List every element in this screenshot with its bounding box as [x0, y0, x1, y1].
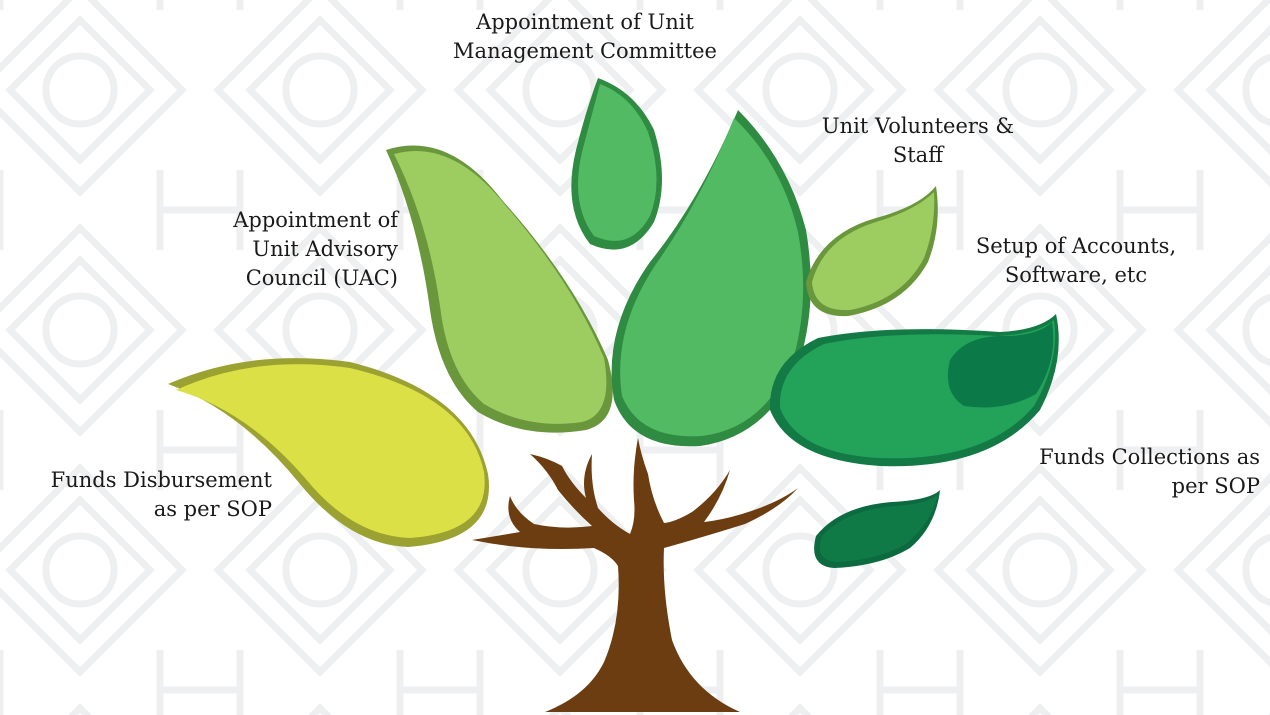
label-accounts-setup-line1: Setup of Accounts,: [975, 234, 1177, 258]
label-funds-collections: Funds Collections as per SOP: [990, 443, 1260, 501]
label-advisory-council-line2: Unit Advisory: [252, 237, 398, 261]
leaf-small-dark-top: [819, 494, 938, 562]
leaf-funds-collections-inner: [947, 322, 1054, 408]
label-funds-collections-line2: per SOP: [1171, 474, 1260, 498]
leaf-funds-disbursement: [176, 364, 485, 538]
label-accounts-setup-line2: Software, etc: [1004, 263, 1148, 287]
label-funds-disbursement: Funds Disbursement as per SOP: [4, 466, 272, 524]
leaf-advisory-council: [394, 150, 607, 424]
tree-trunk: [472, 438, 798, 712]
label-accounts-setup: Setup of Accounts, Software, etc: [948, 232, 1204, 290]
label-management-committee-line1: Appointment of Unit: [476, 10, 694, 34]
label-volunteers-staff: Unit Volunteers & Staff: [800, 112, 1036, 170]
label-volunteers-staff-line1: Unit Volunteers &: [821, 114, 1015, 138]
label-advisory-council: Appointment of Unit Advisory Council (UA…: [170, 206, 398, 293]
label-advisory-council-line3: Council (UAC): [245, 266, 398, 290]
label-management-committee-line2: Management Committee: [453, 39, 717, 63]
label-funds-disbursement-line1: Funds Disbursement: [50, 468, 272, 492]
label-advisory-council-line1: Appointment of: [233, 208, 398, 232]
label-management-committee: Appointment of Unit Management Committee: [424, 8, 746, 66]
leaf-centre: [620, 118, 804, 437]
label-funds-collections-line1: Funds Collections as: [1039, 445, 1260, 469]
leaf-management-committee: [578, 84, 657, 241]
label-volunteers-staff-line2: Staff: [892, 143, 944, 167]
leaf-volunteers-staff: [812, 192, 935, 311]
label-funds-disbursement-line2: as per SOP: [153, 497, 272, 521]
